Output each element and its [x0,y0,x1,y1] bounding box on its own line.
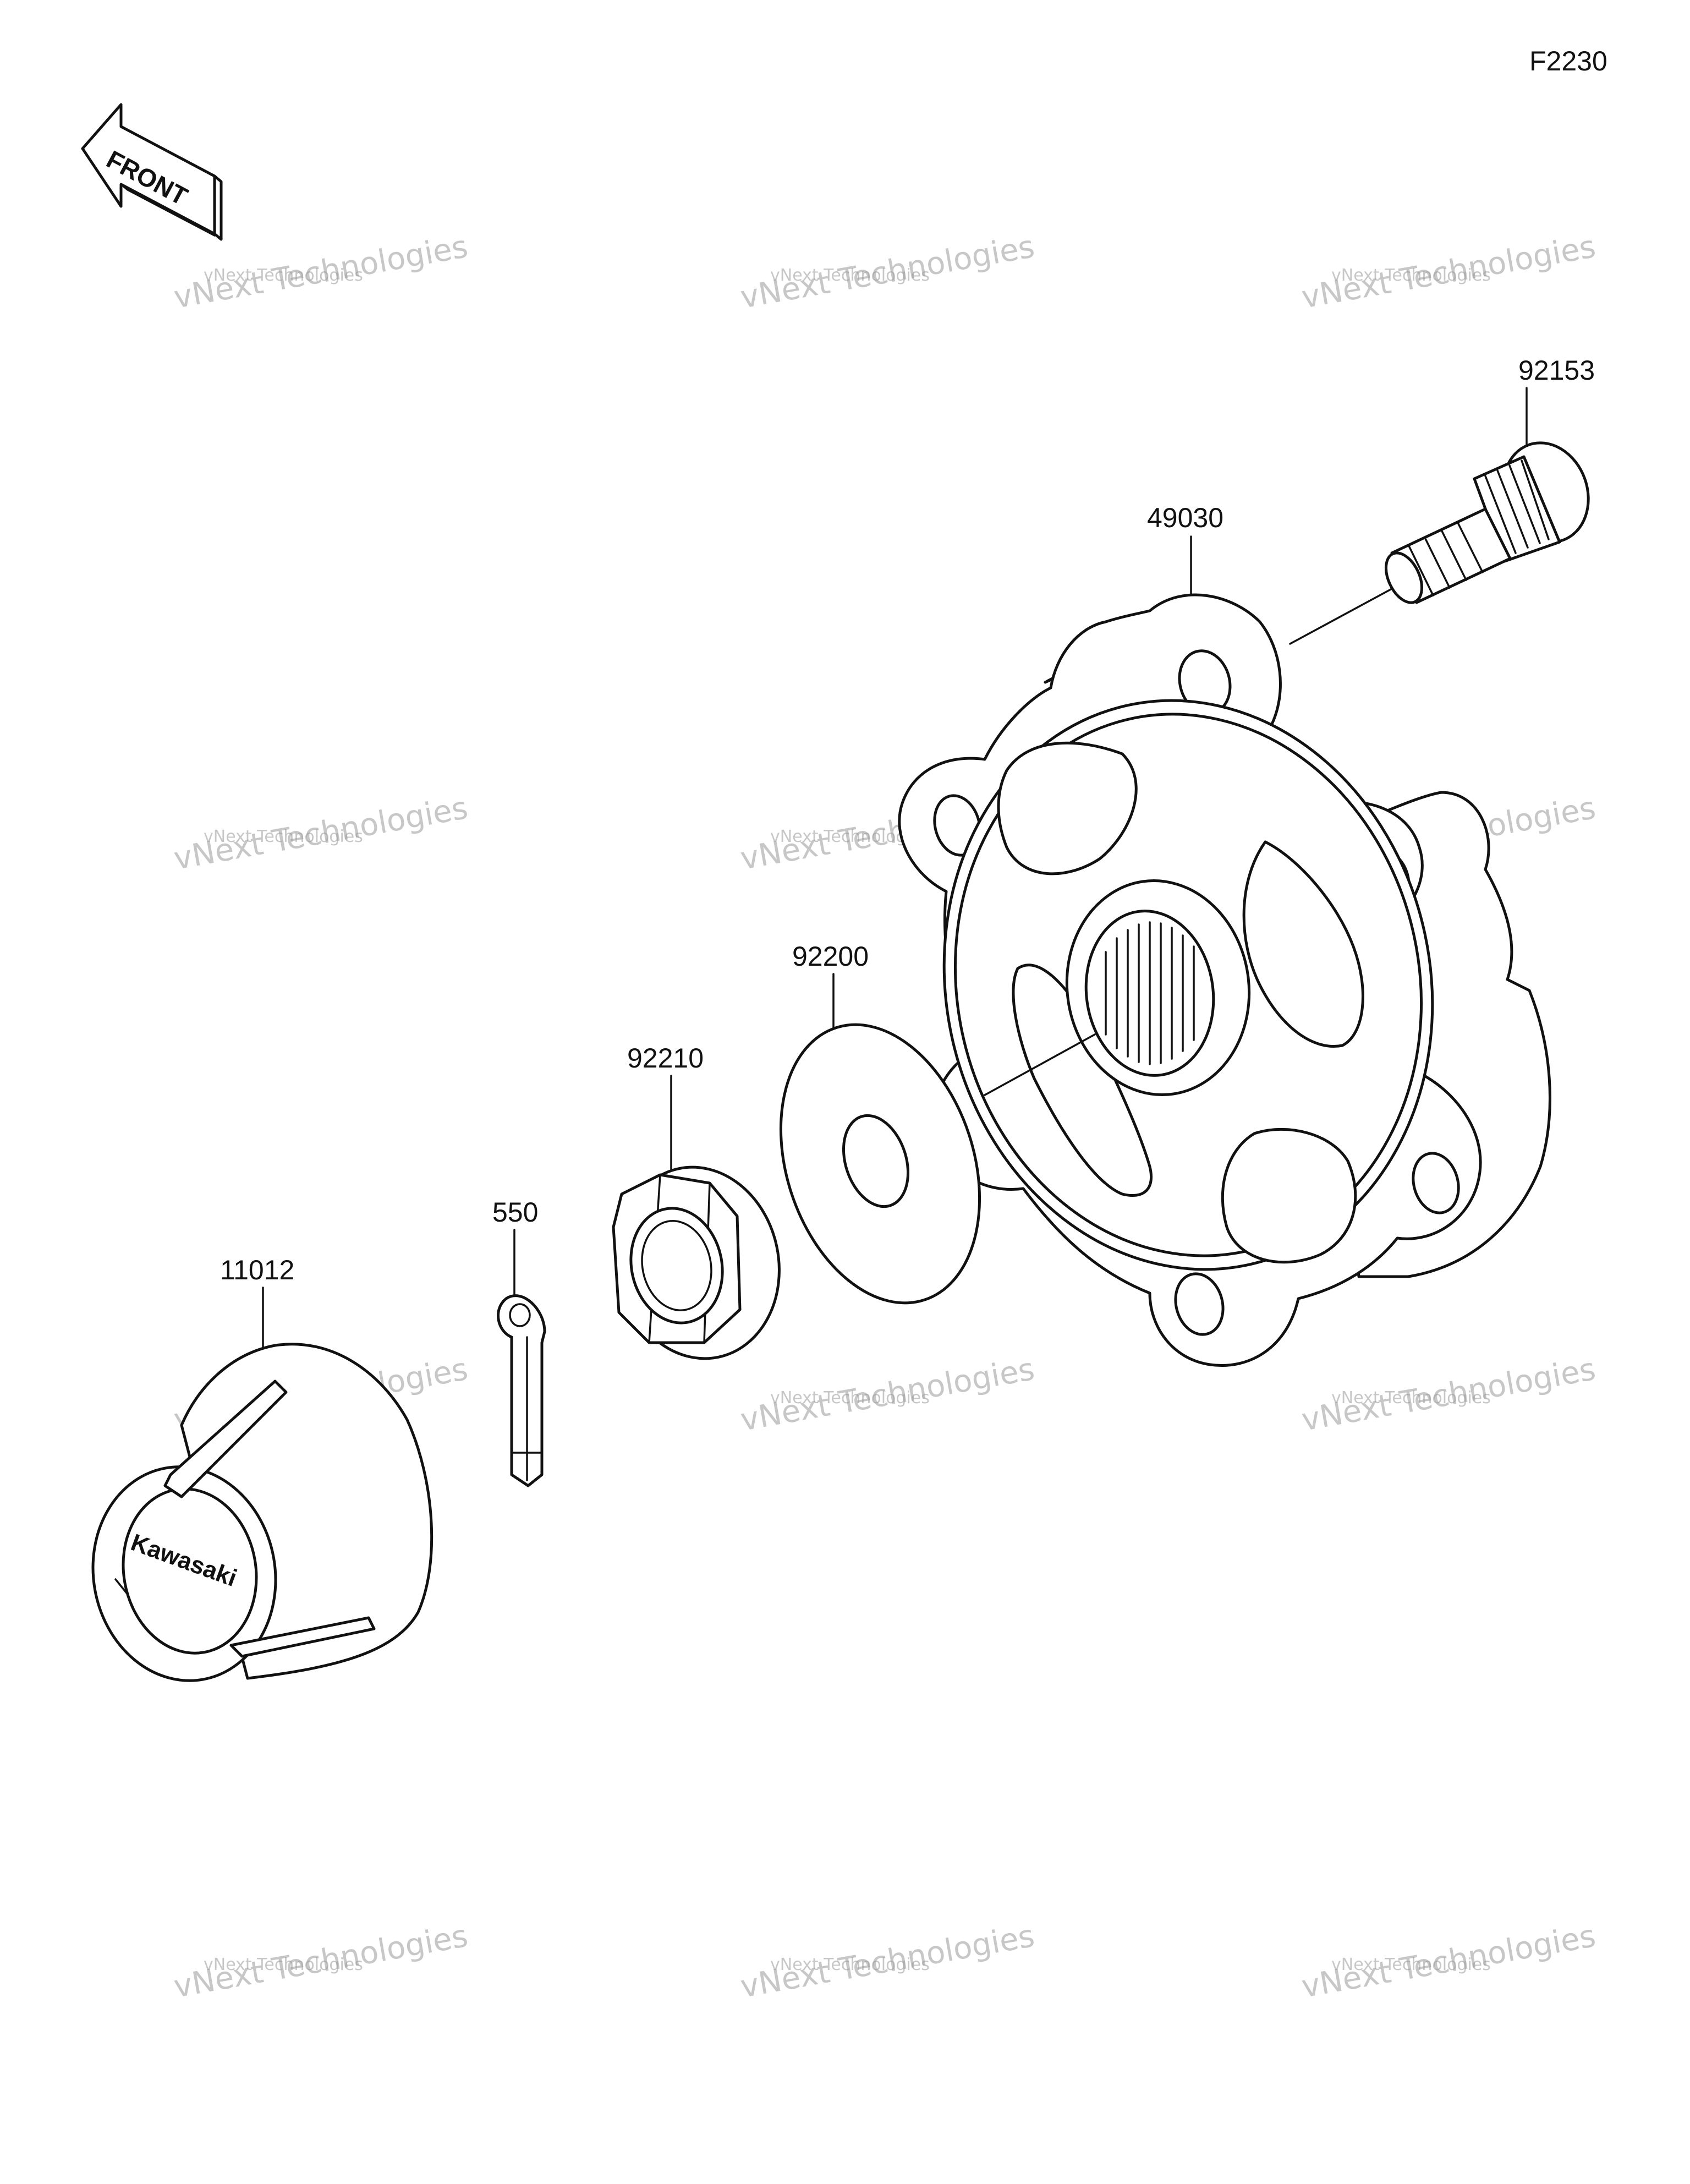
svg-text:vNext Technologies: vNext Technologies [171,790,470,877]
watermark: vNext Technologies vNext Technologies [738,1918,1037,2005]
svg-text:vNext Technologies: vNext Technologies [1299,1918,1598,2005]
watermark: vNext Technologies vNext Technologies [171,229,470,316]
watermark: vNext Technologies vNext Technologies [171,1918,470,2005]
svg-text:vNext Technologies: vNext Technologies [1299,229,1598,316]
part-label-92153: 92153 [1518,355,1595,386]
watermark: vNext Technologies vNext Technologies [1299,1918,1598,2005]
svg-text:vNext Technologies: vNext Technologies [204,266,363,285]
part-11012-cap[interactable]: 11012 Kawasaki [76,1255,434,1695]
svg-text:vNext Technologies: vNext Technologies [770,1388,930,1408]
svg-text:vNext Technologies: vNext Technologies [1331,1388,1491,1408]
svg-text:vNext Technologies: vNext Technologies [1331,266,1491,285]
watermark: vNext Technologies vNext Technologies [738,1351,1037,1438]
svg-text:vNext Technologies: vNext Technologies [738,1918,1037,2005]
svg-text:vNext Technologies: vNext Technologies [1331,1955,1491,1974]
watermark: vNext Technologies vNext Technologies [1299,229,1598,316]
svg-text:vNext Technologies: vNext Technologies [171,1918,470,2005]
part-550-cotter-pin[interactable]: 550 [492,1197,546,1487]
figure-code: F2230 [1529,46,1607,76]
svg-text:vNext Technologies: vNext Technologies [1299,1351,1598,1438]
leader-line [984,1033,1096,1096]
watermark: vNext Technologies vNext Technologies [1299,1351,1598,1438]
svg-text:vNext Technologies: vNext Technologies [738,229,1037,316]
svg-text:vNext Technologies: vNext Technologies [770,266,930,285]
watermark: vNext Technologies vNext Technologies [171,790,470,877]
part-label-92210: 92210 [627,1043,704,1074]
svg-text:vNext Technologies: vNext Technologies [770,1955,930,1974]
svg-text:vNext Technologies: vNext Technologies [738,1351,1037,1438]
svg-text:vNext Technologies: vNext Technologies [171,229,470,316]
leader-line [1289,588,1393,645]
part-92153-bolt[interactable]: 92153 [1289,355,1602,645]
part-label-92200: 92200 [792,941,869,972]
part-label-49030: 49030 [1147,502,1223,533]
part-92210-nut[interactable]: 92210 [601,1043,797,1373]
svg-text:vNext Technologies: vNext Technologies [204,1955,363,1974]
part-92200-washer[interactable]: 92200 [747,941,1013,1329]
part-label-550: 550 [492,1197,538,1228]
front-arrow-icon: FRONT [81,103,223,241]
svg-text:vNext Technologies: vNext Technologies [204,827,363,846]
part-49030-hub[interactable]: 49030 [892,502,1551,1367]
watermark: vNext Technologies vNext Technologies [738,229,1037,316]
part-label-11012: 11012 [220,1255,294,1285]
